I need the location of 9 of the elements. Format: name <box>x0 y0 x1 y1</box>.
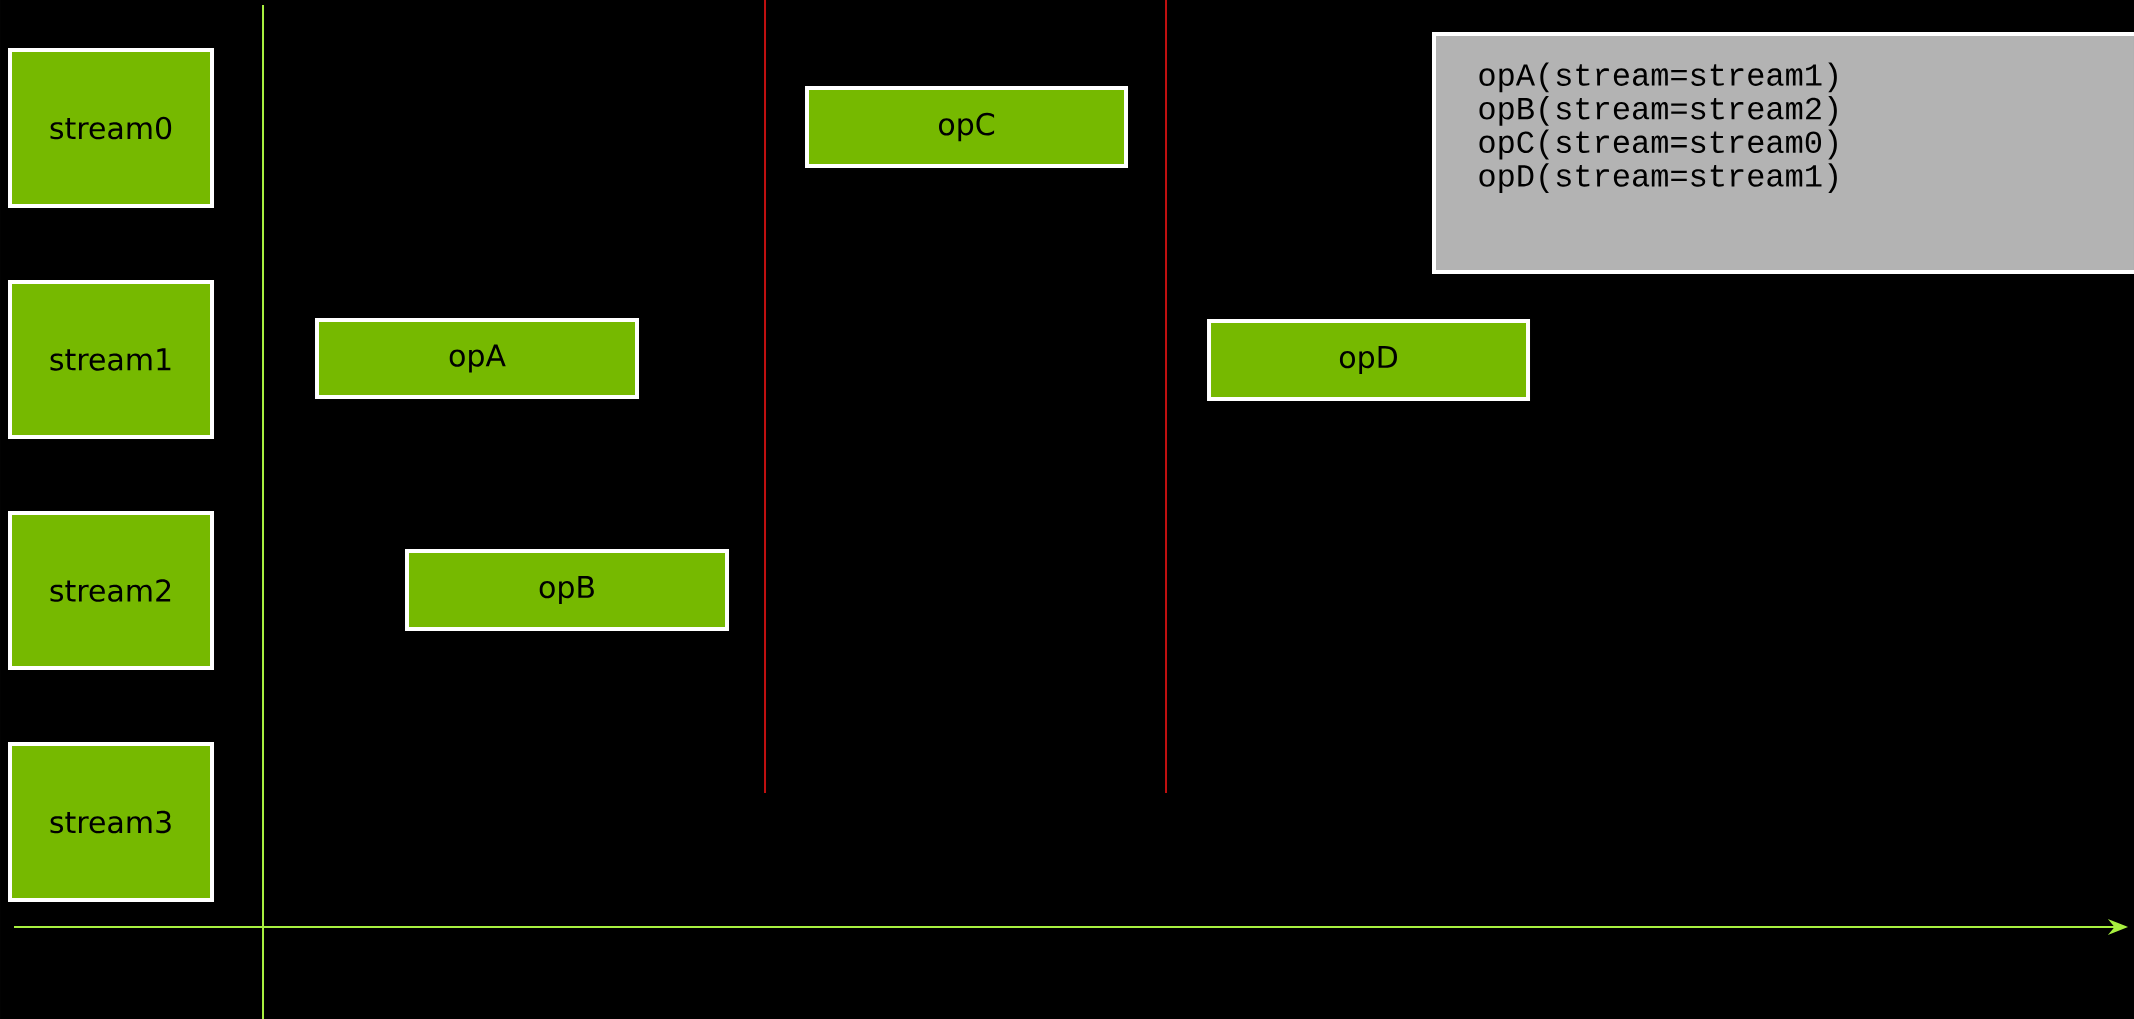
stream-box: stream3 <box>8 742 214 902</box>
operation-box: opC <box>805 86 1128 168</box>
operation-box: opA <box>315 318 639 399</box>
operation-box: opD <box>1207 319 1530 401</box>
operation-box: opB <box>405 549 729 631</box>
stream-box: stream0 <box>8 48 214 208</box>
stream-box: stream1 <box>8 280 214 439</box>
code-box: opA(stream=stream1) opB(stream=stream2) opC(stream=stream0) opD(stream=stream1) <box>1432 32 2134 274</box>
stream-box: stream2 <box>8 511 214 670</box>
